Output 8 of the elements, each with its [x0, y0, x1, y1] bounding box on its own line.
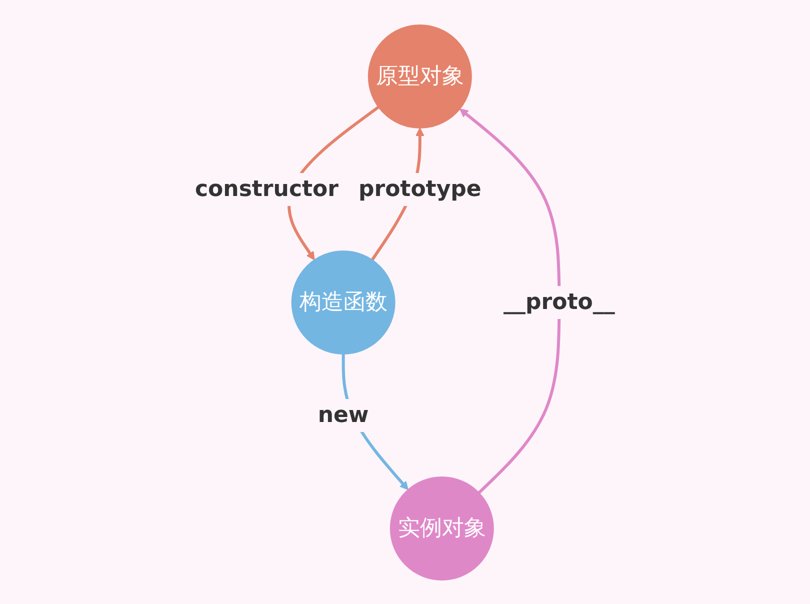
arrow — [460, 108, 561, 494]
node-circle: 实例对象 — [390, 476, 494, 580]
edge-label: prototype — [358, 176, 482, 202]
node-circle: 原型对象 — [368, 24, 472, 128]
edge-label: __proto__ — [504, 289, 615, 314]
node-circle: 构造函数 — [291, 250, 396, 354]
edge-label: new — [318, 402, 369, 428]
edge-label: constructor — [195, 176, 339, 202]
